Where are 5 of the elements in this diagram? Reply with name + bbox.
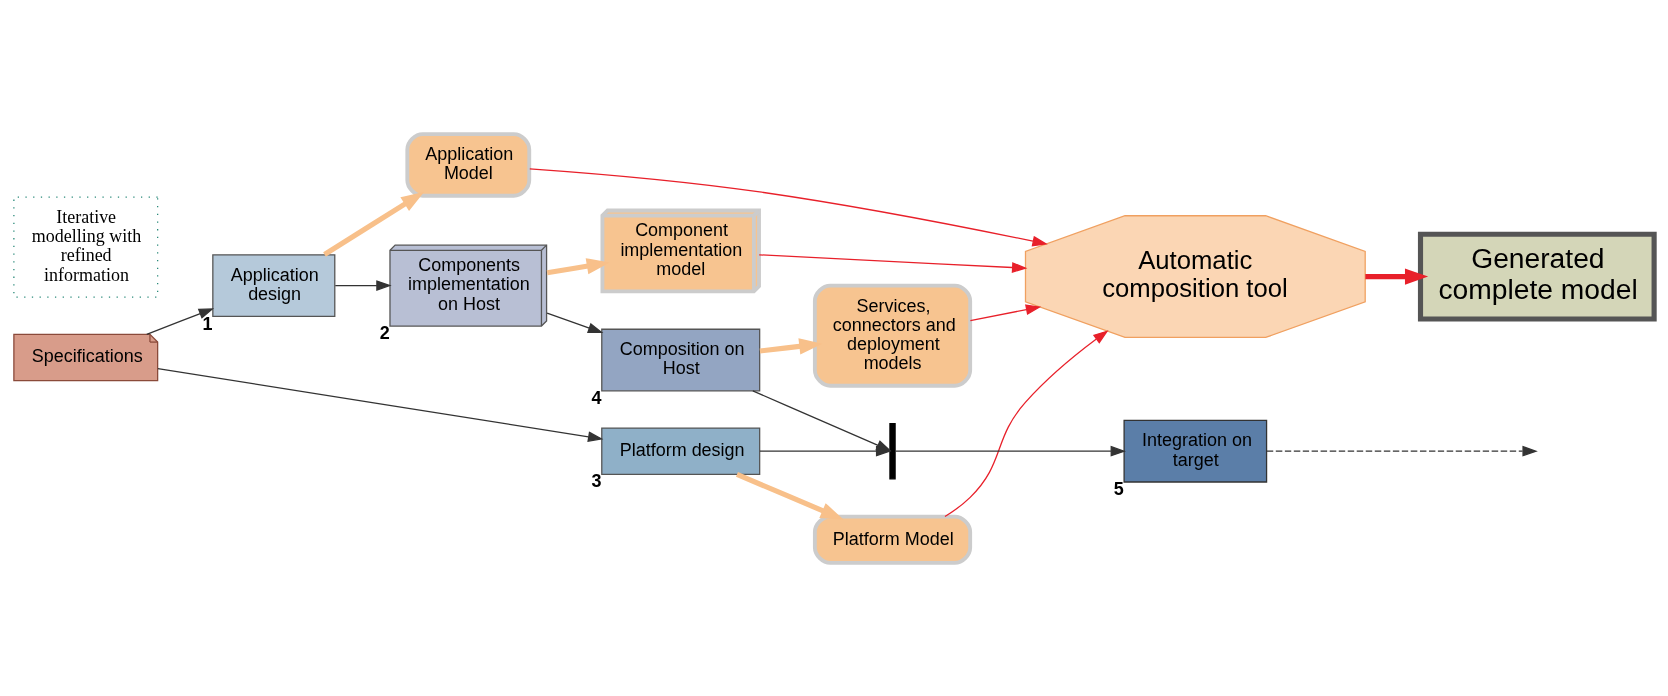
node-label: 5	[1113, 478, 1124, 499]
node-label: 2	[379, 322, 390, 343]
node-label: 4	[591, 387, 602, 408]
node-label: 3	[591, 470, 602, 491]
node-label: 1	[202, 313, 213, 333]
